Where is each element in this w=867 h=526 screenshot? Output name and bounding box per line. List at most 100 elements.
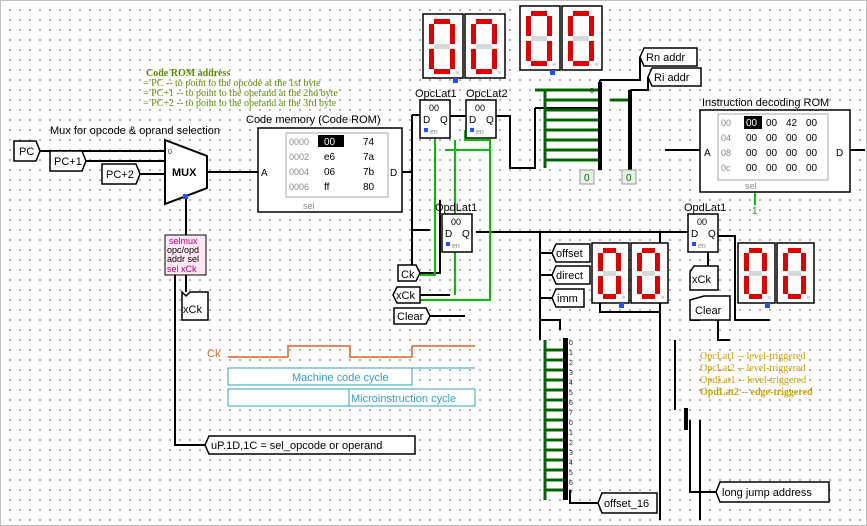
split-bit-label: 0 <box>569 340 573 347</box>
split-bit-label: 4 <box>569 380 573 387</box>
pc-plus1-input[interactable]: PC+1 <box>49 150 87 172</box>
latch-q-pin: Q <box>708 229 716 240</box>
mux-pin-zero: 0 <box>168 149 172 156</box>
seven-seg-segment <box>526 41 531 61</box>
code-rom-cell: 7b <box>363 167 375 178</box>
seven-seg-segment <box>637 276 642 294</box>
seven-seg-segment <box>762 276 767 294</box>
seven-seg-segment <box>476 69 492 74</box>
seven-seg-segment <box>568 41 573 61</box>
idec-cell: 00 <box>746 163 758 174</box>
latch-value: 00 <box>475 103 485 113</box>
seven-seg-segment <box>531 61 547 66</box>
pc-label: PC <box>19 146 34 158</box>
seven-seg-dot <box>807 296 810 299</box>
seven-seg-segment <box>573 11 589 16</box>
pc-plus2-input[interactable]: PC+2 <box>101 163 141 185</box>
active-bus-group <box>535 88 630 500</box>
split-bit-label: 5 <box>569 390 573 397</box>
xck-input-right[interactable]: xCk <box>689 265 719 291</box>
rn-addr-tunnel[interactable]: Rn addr <box>639 47 698 67</box>
offset-16-tunnel[interactable]: offset_16 <box>597 492 658 514</box>
pc-input[interactable]: PC <box>13 140 41 162</box>
seven-seg-segment <box>603 271 616 276</box>
latch-d-pin: D <box>691 229 698 240</box>
long-jump-label: long jump address <box>722 487 812 499</box>
selmux-line-3: sel xCk <box>167 264 197 274</box>
seven-seg-segment <box>568 16 573 36</box>
split-bit-label: 0 <box>569 420 573 427</box>
imm-tunnel[interactable]: imm <box>551 288 585 308</box>
seven-seg-segment <box>642 248 655 253</box>
lower-right-splitter <box>684 408 688 430</box>
code-rom-cell: 06 <box>324 167 336 178</box>
selmux-line-0: selmux <box>169 236 198 246</box>
code-rom-cell: 00 <box>324 137 336 148</box>
display-pin <box>550 70 555 75</box>
seven-seg-segment <box>744 253 749 271</box>
offset-tunnel[interactable]: offset <box>551 243 591 263</box>
seven-seg-segment <box>526 16 531 36</box>
latch-en-pin: en <box>452 243 460 250</box>
machine-cycle-label: Machine code cycle <box>292 372 389 384</box>
code-rom-notes: Code ROM address = PC -- to point to the… <box>143 68 338 109</box>
seven-seg-segment <box>749 248 762 253</box>
clear-input[interactable]: Clear <box>393 307 431 325</box>
split-bit-label: 3 <box>569 370 573 377</box>
seven-seg-segment <box>429 24 434 44</box>
opdlat1-label-mid: OpdLat1 <box>435 202 477 214</box>
selmux-line-2: addr sel <box>167 254 199 264</box>
split-bit-label: 1 <box>569 350 573 357</box>
clear-input-right[interactable]: Clear <box>689 295 731 321</box>
code-rom-notes-title: Code ROM address <box>146 68 230 79</box>
seven-seg-segment <box>642 294 655 299</box>
idec-cell: 00 <box>806 133 818 144</box>
mux-xck-clock[interactable]: xCk <box>181 290 209 321</box>
idec-cell: 00 <box>786 133 798 144</box>
opcode-display <box>422 13 506 83</box>
direct-tunnel[interactable]: direct <box>551 265 591 285</box>
ck-input[interactable]: Ck <box>397 264 421 282</box>
seven-seg-segment <box>434 19 450 24</box>
code-rom-sel: sel <box>303 201 315 211</box>
trigger-note: OpdLat1 -- level-triggered <box>700 375 806 386</box>
opdlat1-label-right: OpdLat1 <box>684 202 726 214</box>
latch-q-pin: Q <box>486 115 494 126</box>
trigger-note: OpcLat1 -- level-triggered <box>700 351 806 362</box>
seven-seg-segment <box>603 294 616 299</box>
latch-q-pin: Q <box>440 115 448 126</box>
zero-constant-right: 0 <box>621 169 637 185</box>
mux-component[interactable]: MUX 0 <box>164 138 208 206</box>
idec-cell: 00 <box>766 118 778 129</box>
seven-seg-segment <box>476 19 492 24</box>
seven-seg-segment <box>788 248 801 253</box>
seven-seg-segment <box>762 253 767 271</box>
xck-input[interactable]: xCk <box>392 286 421 304</box>
operand1-display <box>591 242 669 308</box>
seven-seg-segment <box>492 49 497 69</box>
direct-label: direct <box>556 270 583 282</box>
trigger-note: OpdLat2 -- edge-triggered <box>700 387 813 398</box>
seven-seg-segment <box>749 294 762 299</box>
xck-right-label: xCk <box>692 274 711 286</box>
code-rom-cell: 74 <box>363 137 375 148</box>
trigger-note: OpcLat2 -- level-triggered <box>700 363 806 374</box>
mux-xck-label: xCk <box>183 304 202 316</box>
latch-value: 00 <box>451 217 461 227</box>
long-jump-tunnel[interactable]: long jump address <box>715 481 830 503</box>
ri-addr-tunnel[interactable]: Ri addr <box>647 67 702 87</box>
seven-seg-segment <box>547 41 552 61</box>
display-pin <box>765 303 770 308</box>
split-bit-label: 7 <box>569 410 573 417</box>
code-rom-addr: 0002 <box>289 152 309 162</box>
seven-seg-dot <box>768 296 771 299</box>
seven-seg-dot <box>595 63 598 66</box>
seven-seg-segment <box>547 16 552 36</box>
